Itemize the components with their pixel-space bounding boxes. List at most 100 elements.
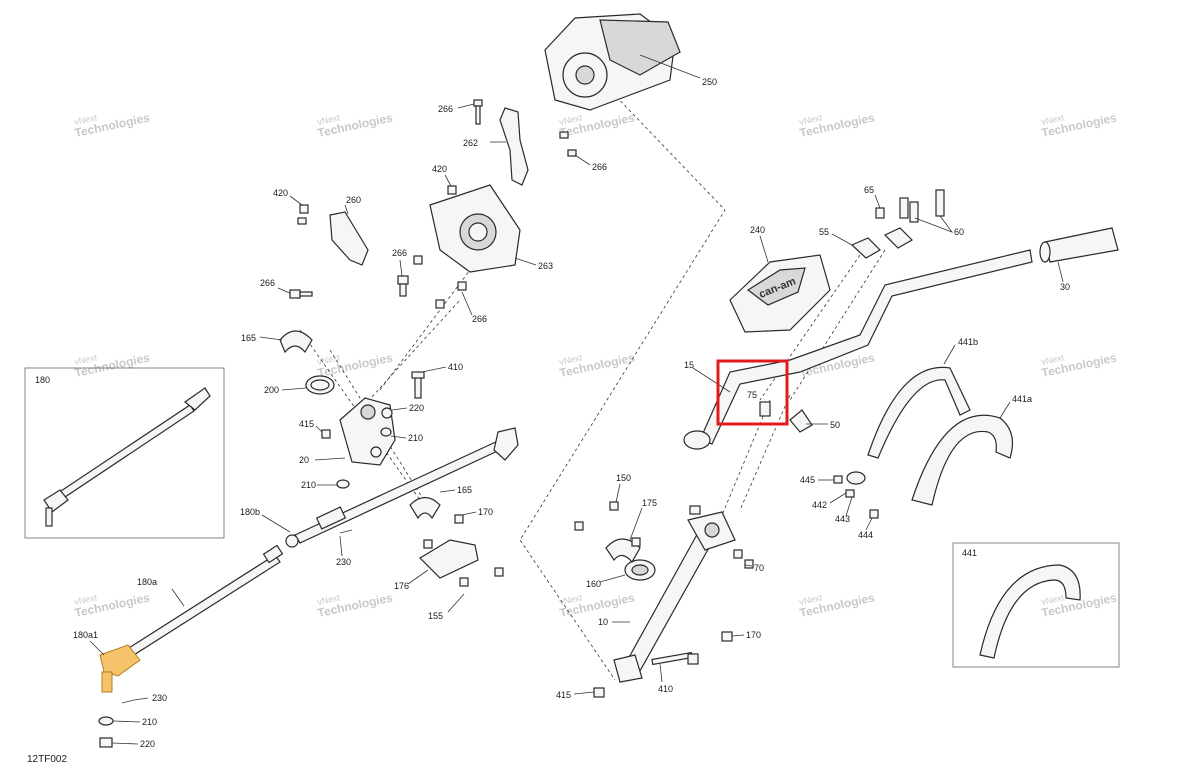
column-guide-dashed (719, 249, 886, 521)
nut-part (721, 631, 733, 642)
watermark-line1: vNext (316, 592, 341, 607)
callout-210-mid: 210 (301, 480, 316, 490)
ring-part (305, 375, 335, 395)
washer-part (336, 479, 350, 489)
callout-420-center: 420 (432, 164, 447, 174)
bolt-part (473, 99, 483, 125)
nut-part (593, 687, 605, 698)
figure-code: 12TF002 (27, 754, 68, 765)
callout-180a1: 180a1 (73, 630, 98, 640)
bolt-part (289, 289, 313, 299)
callout-220-bottom: 220 (140, 739, 155, 749)
bolt-part (651, 651, 699, 666)
callout-150: 150 (616, 473, 631, 483)
callout-415-right: 415 (556, 690, 571, 700)
callout-75: 75 (747, 390, 757, 400)
steering-guide-dashed (299, 269, 471, 511)
callout-240: 240 (750, 225, 765, 235)
bolt-part (574, 501, 754, 569)
washer-part (98, 716, 114, 726)
watermark-line1: vNext (798, 112, 823, 127)
cover-441b-part (867, 366, 971, 459)
callout-210-bottom: 210 (142, 717, 157, 727)
watermark-line1: vNext (316, 352, 341, 367)
nut-part (99, 737, 113, 748)
tie-rod-long-part (99, 544, 284, 693)
callout-55: 55 (819, 227, 829, 237)
callout-155: 155 (428, 611, 443, 621)
callout-170-left: 170 (478, 507, 493, 517)
callout-445: 445 (800, 475, 815, 485)
callout-444: 444 (858, 530, 873, 540)
inset-box-441 (952, 542, 1120, 668)
callout-266-lower: 266 (472, 314, 487, 324)
callout-415-left: 415 (299, 419, 314, 429)
callout-160: 160 (586, 579, 601, 589)
handlebar-clamp-part (850, 227, 913, 259)
callout-30: 30 (1060, 282, 1070, 292)
steering-arm-part (339, 397, 396, 466)
assembly-guide-dashed (519, 87, 726, 681)
callout-15: 15 (684, 360, 694, 370)
watermark-line1: vNext (558, 352, 583, 367)
callout-441: 441 (962, 548, 977, 558)
watermark-line1: vNext (73, 592, 98, 607)
callout-250: 250 (702, 77, 717, 87)
cotter-pin-part (339, 529, 353, 534)
mounting-plate-part (429, 184, 537, 273)
callout-263: 263 (538, 261, 553, 271)
callout-60: 60 (954, 227, 964, 237)
bearing-cap-part (419, 539, 479, 579)
clamp-block-part (759, 401, 813, 433)
watermark-line1: vNext (1040, 592, 1065, 607)
watermark-line1: vNext (316, 112, 341, 127)
bolt-part (447, 185, 457, 195)
callout-165-mid: 165 (457, 485, 472, 495)
callout-262: 262 (463, 138, 478, 148)
bolt-part (423, 514, 504, 587)
callout-266-top: 266 (438, 104, 453, 114)
bearing-part (624, 559, 656, 581)
bolt-part (297, 204, 309, 225)
bolt-part (413, 255, 467, 309)
cover-441-inset-part (979, 564, 1081, 659)
tie-rod-assembly-inset-part (43, 387, 211, 527)
handlebar-pad-part: can-am (729, 254, 831, 333)
callout-230-bottom: 230 (152, 693, 167, 703)
callout-230-mid: 230 (336, 557, 351, 567)
callout-180: 180 (35, 375, 50, 385)
watermark-line1: vNext (558, 592, 583, 607)
callout-420-left: 420 (273, 188, 288, 198)
callout-210-top: 210 (408, 433, 423, 443)
watermark-line1: vNext (798, 592, 823, 607)
steering-column-part (613, 511, 736, 683)
bolt-part (411, 371, 425, 399)
washer-part (380, 427, 392, 437)
callout-180a: 180a (137, 577, 157, 587)
watermark-line1: vNext (73, 112, 98, 127)
callout-443: 443 (835, 514, 850, 524)
callout-260: 260 (346, 195, 361, 205)
nut-part (321, 429, 331, 439)
bracket-part (490, 107, 529, 186)
nut-part (381, 407, 393, 419)
bolt-part (559, 131, 577, 157)
watermark-line1: vNext (558, 112, 583, 127)
callout-165-top: 165 (241, 333, 256, 343)
callout-266-mid: 266 (392, 248, 407, 258)
side-bracket-part (329, 204, 369, 266)
callout-10: 10 (598, 617, 608, 627)
callout-50: 50 (830, 420, 840, 430)
callout-176: 176 (394, 581, 409, 591)
callout-180b: 180b (240, 507, 260, 517)
clamp-part (409, 496, 441, 520)
callout-410-right: 410 (658, 684, 673, 694)
callout-175: 175 (642, 498, 657, 508)
highlight-box (716, 359, 789, 426)
callout-70: 70 (754, 563, 764, 573)
callout-410-left: 410 (448, 362, 463, 372)
cotter-pin-part (121, 699, 135, 704)
callout-441a: 441a (1012, 394, 1032, 404)
